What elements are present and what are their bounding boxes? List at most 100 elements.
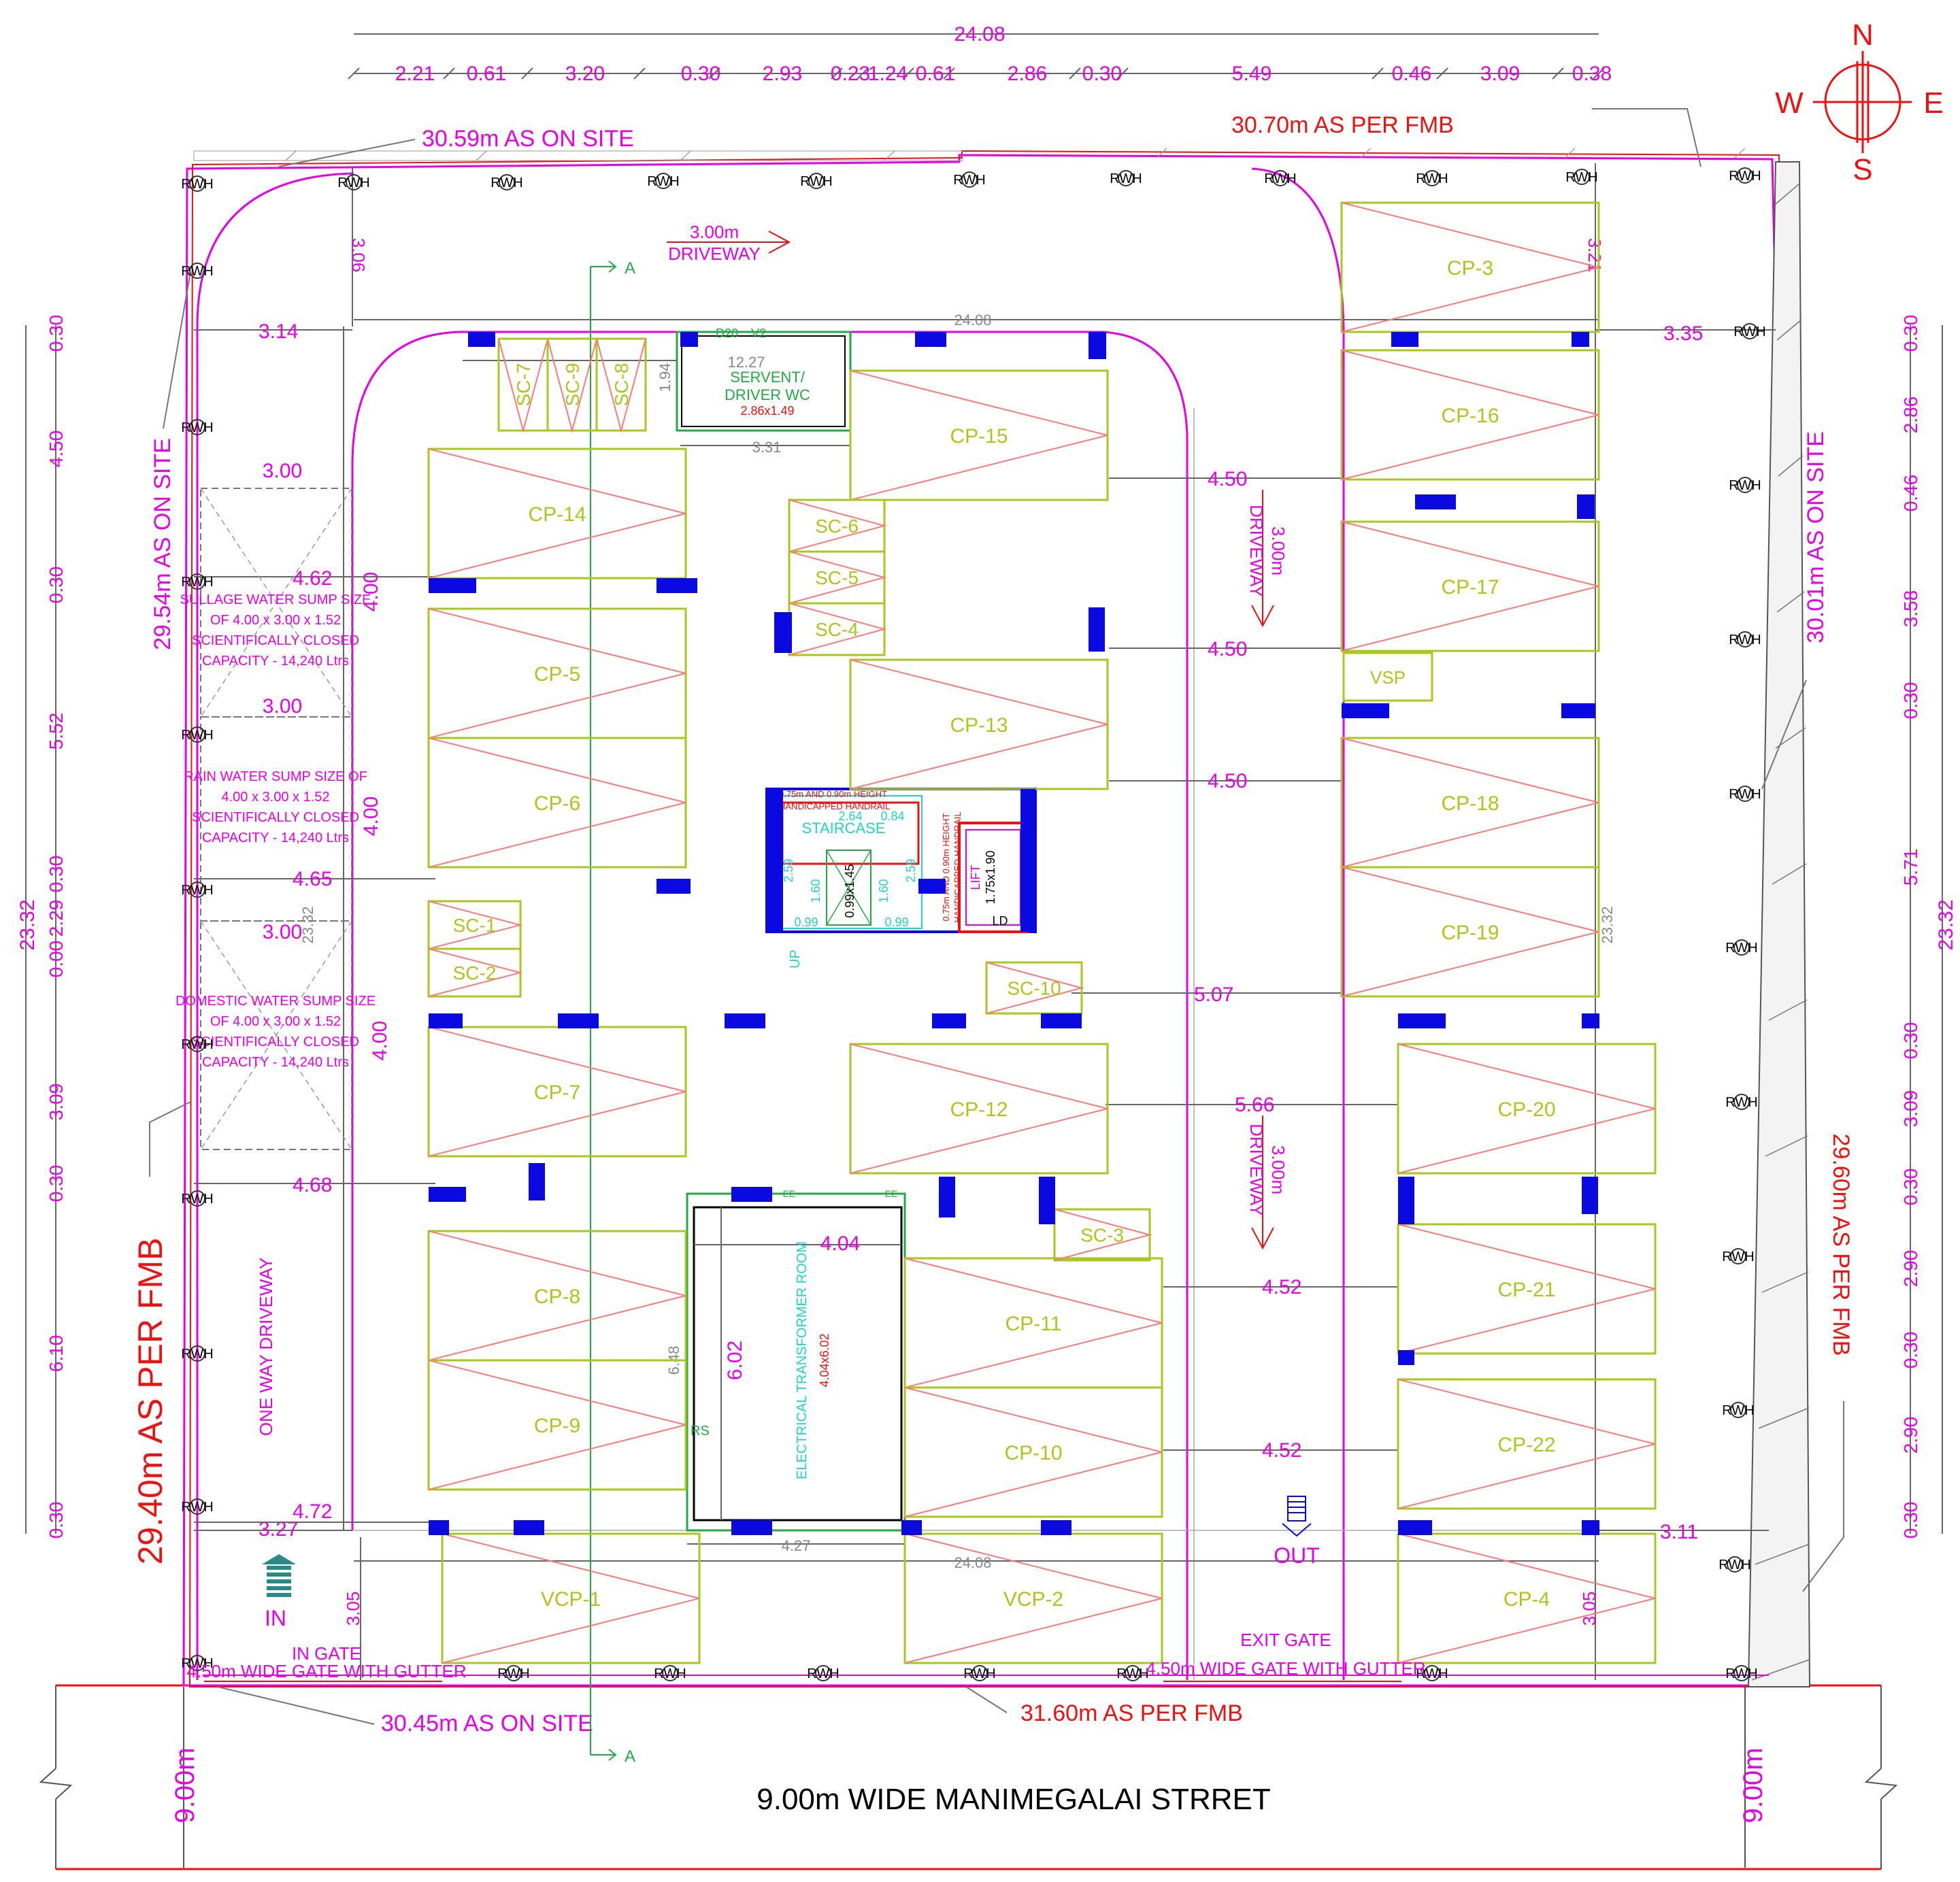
dim-trans-outer-w: 4.27 [782, 1537, 811, 1554]
in-label: IN [265, 1606, 286, 1630]
column [429, 1013, 463, 1028]
rwh-pit: RWH [1729, 631, 1761, 648]
parking-label: CP-6 [534, 792, 580, 815]
parking-label: CP-5 [534, 663, 580, 686]
top-chain-dim: 2.21 [395, 63, 435, 85]
rwh-pit: RWH [1416, 1665, 1448, 1681]
top-chain-dim: 0.23 [831, 63, 870, 85]
street-label: 9.00m WIDE MANIMEGALAI STRRET [757, 1783, 1270, 1816]
left-dims: 23.32 0.304.500.305.520.302.290.003.090.… [16, 315, 67, 1539]
rwh-label: RWH [181, 1192, 213, 1207]
dim-setback-bottom-left: 3.05 [343, 1592, 363, 1626]
parking-bay: CP-20 [1397, 1043, 1657, 1175]
rwh-pit: RWH [181, 1036, 214, 1052]
dim-inner-left: 23.32 [299, 906, 316, 943]
scooter-label: SC-10 [1007, 978, 1061, 999]
right-chain-dim: 0.30 [1900, 1169, 1921, 1206]
parking-label: CP-15 [950, 425, 1008, 448]
rwh-label: RWH [181, 420, 213, 435]
north-fmb-label: 30.70m AS PER FMB [1231, 112, 1454, 138]
column [558, 1013, 599, 1028]
column [429, 1520, 449, 1535]
rwh-label: RWH [1725, 1666, 1757, 1681]
rwh-label: RWH [181, 728, 213, 743]
driveway-top-width: 3.00m [690, 222, 739, 242]
wc-vent: V2 [751, 326, 766, 340]
rwh-pit: RWH [181, 1345, 214, 1362]
dim-inner-bottom: 24.08 [954, 1554, 991, 1571]
top-chain-dim: 3.09 [1480, 63, 1520, 85]
dim-wc-h: 1.94 [657, 363, 674, 392]
column [657, 879, 691, 894]
rwh-pit: RWH [181, 419, 214, 435]
rwh-label: RWH [1729, 787, 1761, 802]
column [918, 879, 946, 894]
right-chain-dim: 2.90 [1900, 1417, 1921, 1454]
sump2-l4: CAPACITY - 14,240 Ltrs [202, 830, 349, 845]
scooter-bay: SC-2 [427, 947, 523, 998]
rwh-label: RWH [1729, 478, 1761, 493]
rwh-pit: RWH [1722, 1402, 1755, 1418]
transformer-ee2: EE [885, 1188, 898, 1199]
left-chain-dim: 0.30 [46, 1165, 67, 1203]
right-chain-dim: 0.30 [1900, 315, 1921, 352]
parking-bay: CP-6 [427, 737, 687, 869]
rwh-label: RWH [807, 1666, 839, 1681]
parking-label: CP-22 [1497, 1434, 1555, 1456]
top-chain-dim: 2.93 [763, 63, 802, 85]
section-mark-bottom: A [625, 1747, 635, 1766]
dim-inner-top: 24.08 [954, 312, 991, 329]
dim-drive-d: 4.72 [293, 1500, 332, 1523]
dim-trans-w: 4.04 [820, 1232, 860, 1255]
dim-sump-h2: 4.00 [360, 796, 382, 836]
column [774, 612, 792, 653]
street-width-right: 9.00m [1738, 1747, 1768, 1823]
column [529, 1163, 545, 1200]
rwh-label: RWH [337, 175, 369, 190]
column [1041, 1013, 1082, 1028]
sump1-l1: SULLAGE WATER SUMP SIZE [180, 592, 371, 607]
east-fmb-label: 29.60m AS PER FMB [1828, 1134, 1854, 1356]
rwh-label: RWH [1264, 171, 1296, 186]
rwh-label: RWH [491, 175, 522, 190]
column [1391, 332, 1418, 347]
exit-gate-desc: 4.50m WIDE GATE WITH GUTTER [1146, 1658, 1425, 1679]
rwh-pit: RWH [1110, 170, 1142, 186]
rwh-pit: RWH [1718, 1556, 1751, 1573]
rainwater-sump: RAIN WATER SUMP SIZE OF 4.00 x 3.00 x 1.… [184, 716, 367, 922]
handrail-line-2: HANDICAPPED HANDRAIL [779, 801, 890, 811]
dim-r2: 4.50 [1208, 638, 1247, 660]
rwh-pit: RWH [497, 1665, 530, 1681]
right-chain-dim: 3.09 [1900, 1090, 1921, 1128]
dim-overall-top: 24.08 [954, 23, 1005, 46]
scooter-bay: SC-5 [788, 550, 887, 605]
scooter-label: SC-2 [453, 962, 497, 984]
scooter-label: SC-8 [611, 363, 632, 407]
rwh-label: RWH [181, 177, 213, 192]
dim-r7: 4.52 [1262, 1439, 1301, 1462]
column [901, 1520, 922, 1535]
column [1582, 1520, 1599, 1535]
rwh-pit: RWH [181, 573, 214, 590]
right-chain-dim: 0.46 [1900, 475, 1921, 512]
scooter-bay: SC-8 [595, 337, 647, 433]
dim-drive-b: 4.65 [293, 868, 332, 890]
left-chain-dim: 0.30 [46, 856, 67, 893]
scooter-label: SC-1 [453, 915, 497, 936]
street-width-left: 9.00m [170, 1747, 200, 1823]
scooter-label: SC-6 [815, 516, 859, 537]
dim-sump-h3: 4.00 [369, 1021, 391, 1060]
top-chain-dim: 0.30 [1082, 63, 1122, 85]
sumps: SULLAGE WATER SUMP SIZE OF 4.00 x 3.00 x… [176, 460, 391, 1150]
rwh-label: RWH [1116, 1666, 1148, 1681]
rwh-pit: RWH [1729, 786, 1761, 802]
dim-sump-w2: 3.00 [263, 695, 302, 718]
rwh-pit: RWH [1722, 1248, 1755, 1264]
dim-stair-b: 1.60 [809, 879, 823, 903]
wc-size: 2.86x1.49 [740, 404, 794, 418]
rwh-label: RWH [181, 883, 213, 898]
dim-sump-w3: 3.00 [263, 921, 302, 943]
left-chain-dim: 3.09 [46, 1083, 67, 1121]
parking-label: CP-16 [1441, 405, 1499, 427]
right-chain-dim: 2.90 [1900, 1250, 1921, 1288]
